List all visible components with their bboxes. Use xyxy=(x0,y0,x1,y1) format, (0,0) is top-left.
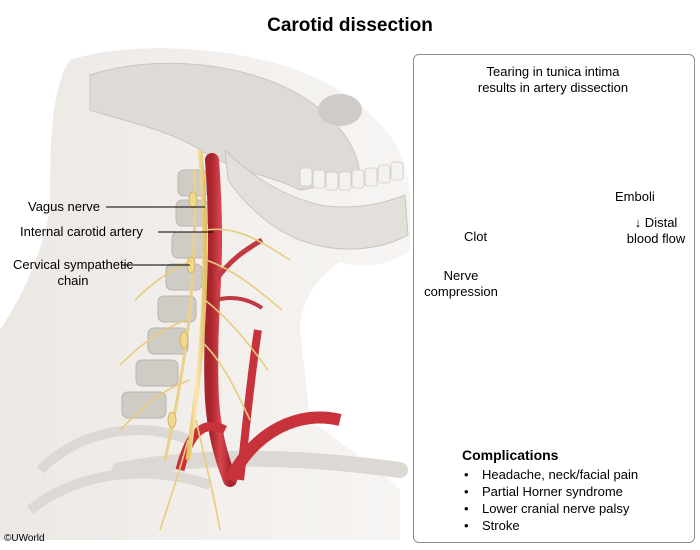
label-distal-blood-flow: ↓ Distal blood flow xyxy=(622,215,690,247)
label-cervical-sympathetic-line2: chain xyxy=(57,273,89,288)
orbit xyxy=(318,94,362,126)
common-carotid-artery xyxy=(236,329,262,481)
label-nerve-compression: Nerve compression xyxy=(418,268,504,300)
label-vagus-nerve: Vagus nerve xyxy=(28,199,101,214)
complication-item: Partial Horner syndrome xyxy=(462,483,638,500)
sympathetic-ganglia xyxy=(167,191,198,429)
rib xyxy=(26,468,212,514)
label-emboli: Emboli xyxy=(615,189,655,204)
label-internal-carotid-artery: Internal carotid artery xyxy=(20,224,143,239)
external-carotid-branch xyxy=(215,296,264,310)
internal-carotid-artery xyxy=(204,153,237,487)
external-carotid-branch xyxy=(213,237,264,282)
complication-item: Lower cranial nerve palsy xyxy=(462,500,638,517)
label-cervical-sympathetic-line1: Cervical sympathetic xyxy=(13,257,133,272)
teeth xyxy=(299,161,404,191)
inset-title: Tearing in tunica intima results in arte… xyxy=(413,64,693,96)
label-nerve-line2: compression xyxy=(424,284,498,299)
mandible xyxy=(224,148,409,250)
nerve-branches xyxy=(119,228,291,531)
complication-item: Headache, neck/facial pain xyxy=(462,466,638,483)
label-distal-line2: blood flow xyxy=(626,231,686,246)
complications-list: Headache, neck/facial pain Partial Horne… xyxy=(462,466,638,534)
label-distal-line1: ↓ Distal xyxy=(634,215,678,230)
figure-title: Carotid dissection xyxy=(267,15,433,36)
complications-heading: Complications xyxy=(462,447,559,463)
vagus-nerve xyxy=(185,149,208,461)
inset-panel xyxy=(413,54,695,543)
label-nerve-line1: Nerve xyxy=(443,268,479,283)
copyright-notice: ©UWorld xyxy=(4,533,45,544)
inset-title-line1: Tearing in tunica intima xyxy=(486,64,620,79)
complications-box: Complications Headache, neck/facial pain… xyxy=(462,447,638,534)
label-clot: Clot xyxy=(464,229,488,244)
left-leader-lines xyxy=(106,206,213,266)
label-cervical-sympathetic-chain: Cervical sympathetic chain xyxy=(8,257,138,289)
inset-title-line2: results in artery dissection xyxy=(477,80,629,95)
complication-item: Stroke xyxy=(462,517,638,534)
